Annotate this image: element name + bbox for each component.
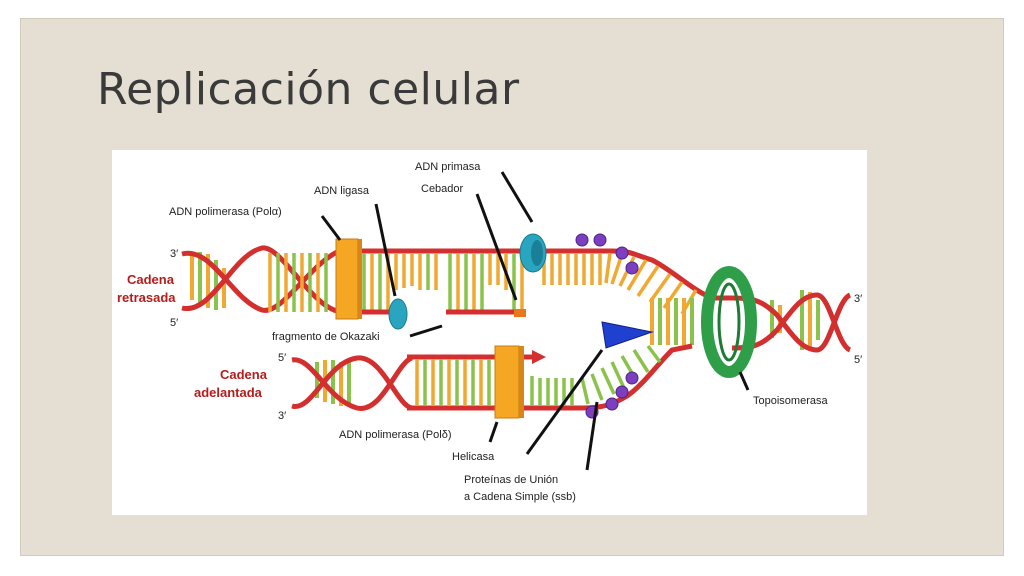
end-right-3: 3′ [854, 293, 862, 305]
label-leading-2: adelantada [194, 385, 263, 400]
end-right-5: 5′ [854, 354, 862, 366]
ssb-proteins-top [575, 233, 639, 275]
leading-direction-arrow [532, 350, 546, 364]
slide-title: Replicación celular [97, 64, 520, 115]
leader-lines [320, 171, 750, 471]
topoisomerase-ring [701, 266, 757, 378]
lagging-helix-left [181, 245, 343, 315]
end-lead-3: 3′ [278, 410, 286, 422]
label-pol-delta: ADN polimerasa (Polδ) [339, 429, 452, 441]
topoisomerase-ring-inner [717, 282, 741, 362]
label-topoisomerase: Topoisomerasa [753, 395, 828, 407]
label-primer: Cebador [421, 183, 464, 195]
label-helicase: Helicasa [452, 451, 495, 463]
label-lagging-1: Cadena [127, 272, 175, 287]
label-okazaki: fragmento de Okazaki [272, 331, 380, 343]
polymerase-alpha-side [358, 239, 362, 319]
polymerase-alpha [335, 238, 359, 320]
label-lagging-2: retrasada [117, 290, 176, 305]
leading-helix-left [291, 355, 414, 411]
label-ssb-1: Proteínas de Unión [464, 474, 558, 486]
label-pol-alpha: ADN polimerasa (Polα) [169, 206, 282, 218]
end-lag-3: 3′ [170, 248, 178, 260]
end-lag-5: 5′ [170, 317, 178, 329]
label-ssb-2: a Cadena Simple (ssb) [464, 491, 576, 503]
end-lead-5: 5′ [278, 352, 286, 364]
label-ligase: ADN ligasa [314, 185, 370, 197]
primase-enzyme-inner [531, 240, 543, 266]
polymerase-delta [494, 345, 520, 419]
ligase-enzyme [388, 298, 408, 330]
dna-replication-diagram: ADN polimerasa (Polα) ADN ligasa ADN pri… [112, 150, 867, 515]
label-leading-1: Cadena [220, 367, 268, 382]
parent-helix-right [650, 290, 852, 353]
primer-fragment [514, 309, 526, 317]
polymerase-delta-side [519, 346, 524, 418]
label-primase: ADN primasa [415, 161, 481, 173]
leading-base-pairs [415, 344, 662, 406]
helicase-enzyme [601, 321, 654, 349]
